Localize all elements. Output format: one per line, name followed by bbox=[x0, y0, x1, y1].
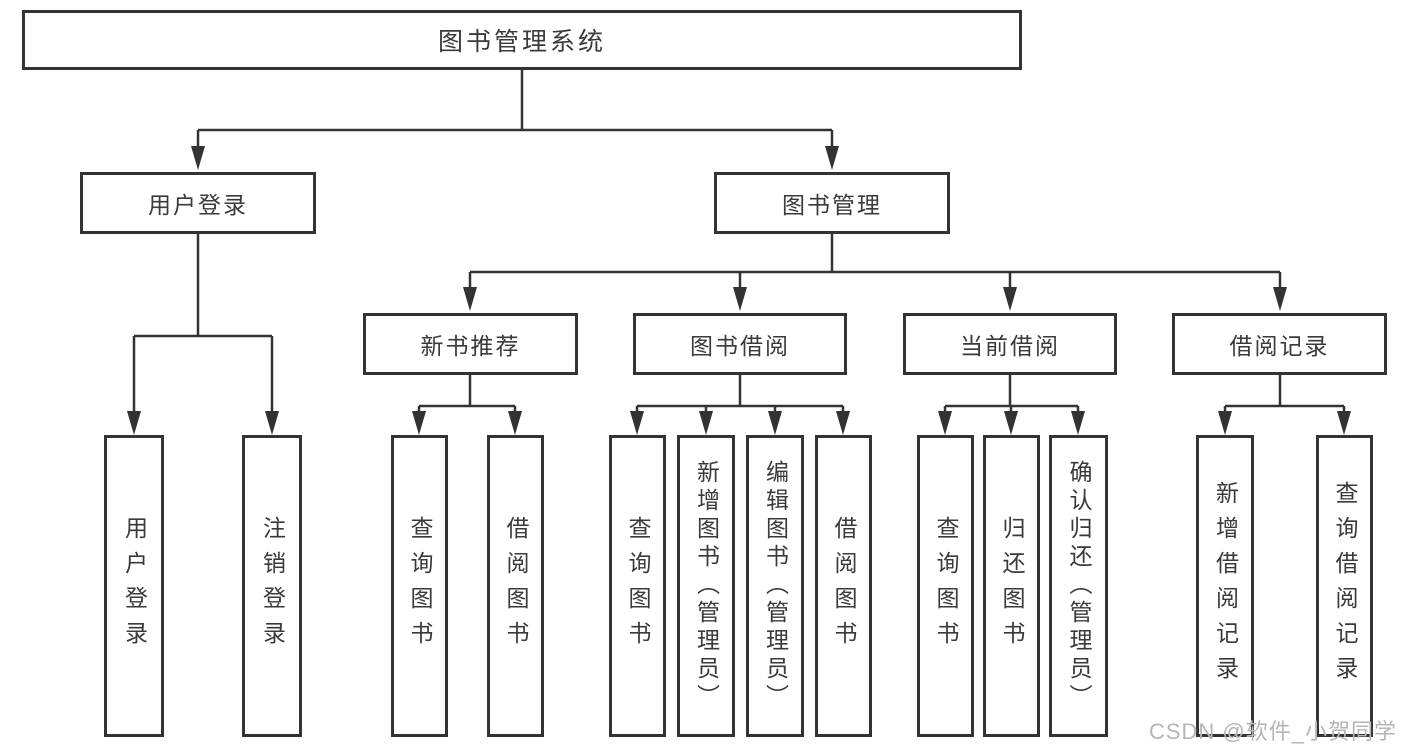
node-user-login: 用户登录 bbox=[80, 172, 316, 234]
leaf-query-borrow-record: 查询借阅记录 bbox=[1316, 435, 1373, 737]
arrowheads-borrow-records-leaves bbox=[1218, 411, 1351, 435]
leaf-recommend-query-books: 查询图书 bbox=[391, 435, 448, 737]
connector-book-borrow-to-leaves bbox=[635, 375, 845, 419]
leaf-borrow-query-books: 查询图书 bbox=[609, 435, 666, 737]
connector-new-book-to-leaves bbox=[417, 375, 517, 419]
node-new-book-recommend: 新书推荐 bbox=[363, 313, 578, 375]
leaf-borrow-books: 借阅图书 bbox=[815, 435, 872, 737]
arrowheads-level2 bbox=[191, 146, 839, 170]
arrowheads-book-borrow-leaves bbox=[630, 411, 850, 435]
leaf-current-query-books: 查询图书 bbox=[917, 435, 974, 737]
leaf-edit-books-admin: 编辑图书（管理员） bbox=[746, 435, 804, 737]
arrowheads-level3 bbox=[463, 287, 1287, 311]
leaf-add-books-admin: 新增图书（管理员） bbox=[677, 435, 735, 737]
leaf-add-borrow-record: 新增借阅记录 bbox=[1196, 435, 1254, 737]
node-current-borrow: 当前借阅 bbox=[903, 313, 1117, 375]
connector-book-mgmt-to-level3 bbox=[468, 234, 1282, 295]
leaf-return-books: 归还图书 bbox=[983, 435, 1040, 737]
leaf-confirm-return-admin: 确认归还（管理员） bbox=[1049, 435, 1108, 737]
connector-root-to-level2 bbox=[196, 70, 834, 154]
leaf-recommend-borrow-books: 借阅图书 bbox=[487, 435, 544, 737]
leaf-user-login: 用户登录 bbox=[104, 435, 164, 737]
node-book-management: 图书管理 bbox=[714, 172, 950, 234]
connector-user-login-to-leaves bbox=[132, 234, 274, 419]
leaf-logout: 注销登录 bbox=[242, 435, 302, 737]
arrowheads-current-borrow-leaves bbox=[938, 411, 1085, 435]
node-borrow-records: 借阅记录 bbox=[1172, 313, 1387, 375]
connector-borrow-records-to-leaves bbox=[1223, 375, 1346, 419]
arrowheads-user-login-leaves bbox=[127, 411, 279, 435]
csdn-watermark: CSDN @软件_小贺同学 bbox=[1148, 719, 1397, 744]
arrowheads-new-book-leaves bbox=[412, 411, 522, 435]
node-library-system: 图书管理系统 bbox=[22, 10, 1022, 70]
node-book-borrow: 图书借阅 bbox=[633, 313, 847, 375]
